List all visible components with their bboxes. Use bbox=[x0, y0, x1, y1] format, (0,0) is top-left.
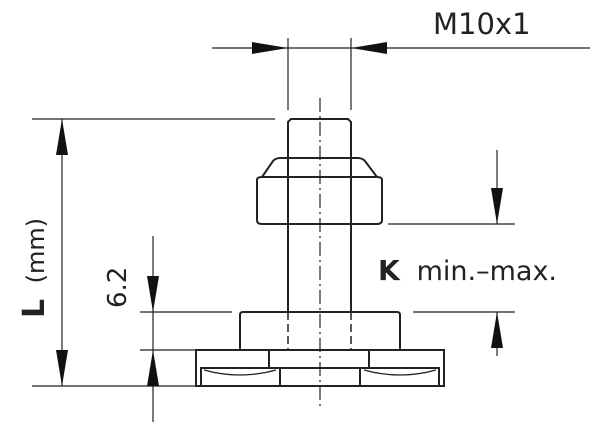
length-letter: L bbox=[17, 299, 52, 318]
base-height-label: 6.2 bbox=[103, 267, 133, 308]
svg-text:L (mm): L (mm) bbox=[17, 218, 52, 318]
svg-text:K min.–max.: K min.–max. bbox=[378, 254, 557, 287]
hex-nut bbox=[256, 157, 383, 225]
length-unit: (mm) bbox=[22, 218, 50, 283]
base-plate bbox=[195, 349, 445, 387]
k-dimension: K min.–max. bbox=[378, 150, 557, 356]
length-dimension: L (mm) bbox=[17, 118, 275, 387]
threaded-bolt bbox=[287, 118, 352, 350]
thread-dimension: M10x1 bbox=[212, 7, 590, 110]
base-hub bbox=[239, 311, 401, 350]
k-range: min.–max. bbox=[417, 256, 557, 287]
k-letter: K bbox=[378, 254, 401, 287]
base-height-dimension: 6.2 bbox=[103, 236, 232, 422]
thread-label: M10x1 bbox=[433, 7, 531, 41]
